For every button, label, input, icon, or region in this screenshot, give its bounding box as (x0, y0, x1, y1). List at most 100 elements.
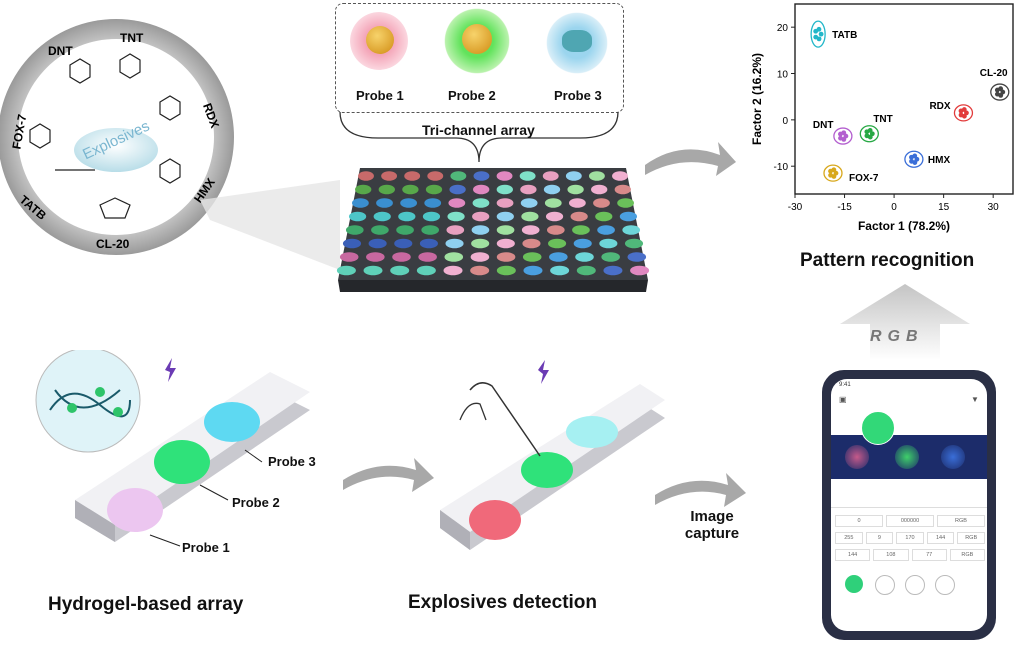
molecule-structures (29, 53, 181, 219)
well (336, 265, 356, 276)
well (521, 211, 539, 222)
well (444, 252, 464, 262)
well (424, 198, 442, 208)
well (519, 171, 536, 181)
rgb-table-cell: RGB (957, 532, 985, 544)
cluster-label-dnt: DNT (813, 120, 834, 131)
rgb-table-cell: 9 (865, 532, 894, 544)
well (448, 198, 466, 208)
well (392, 252, 411, 262)
captured-spot-red (845, 445, 869, 469)
point-cl-20 (998, 86, 1004, 92)
well (545, 211, 564, 222)
detection-well-green (521, 452, 573, 488)
cluster-label-tatb: TATB (832, 30, 857, 41)
well (376, 198, 393, 208)
well (352, 198, 369, 208)
well (396, 225, 414, 235)
plot-frame (794, 3, 1014, 195)
arrow-to-phone (655, 473, 746, 507)
rgb-table-cell: 000000 (886, 515, 934, 527)
hydrogel-zoom-bubble (35, 350, 141, 453)
well (445, 238, 464, 249)
well (565, 171, 582, 181)
point-dnt (838, 135, 843, 141)
well (427, 171, 444, 181)
hydrogel-probe3-label: Probe 3 (268, 454, 316, 469)
y-tick-label: 0 (782, 116, 788, 127)
well (522, 252, 542, 262)
well (416, 265, 436, 276)
well (471, 238, 490, 249)
cluster-label-fox-7: FOX-7 (849, 173, 879, 184)
swatch-selected[interactable] (845, 575, 863, 593)
well (496, 265, 516, 276)
point-fox-7 (828, 172, 833, 178)
well (630, 265, 650, 276)
well (523, 265, 543, 276)
swatch-empty-3[interactable] (935, 575, 955, 595)
hydrogel-probe2-label: Probe 2 (232, 495, 280, 510)
well (567, 184, 584, 195)
image-capture-line2: capture (684, 525, 740, 542)
well (496, 225, 515, 235)
wheel-name-tnt: TNT (120, 31, 144, 45)
point-rdx (961, 107, 967, 112)
point-hmx (912, 153, 918, 159)
well (400, 198, 417, 208)
cluster-ellipse-tatb (810, 20, 826, 48)
rgb-table-cell: RGB (937, 515, 985, 527)
well (443, 265, 463, 276)
hydrogel-title: Hydrogel-based array (48, 594, 244, 615)
well (496, 238, 515, 249)
cluster-ellipse-fox-7 (823, 164, 843, 182)
hydrogel-well-probe3 (204, 402, 260, 442)
well (425, 184, 443, 195)
well (576, 265, 596, 276)
point-cl-20 (994, 91, 1000, 97)
well (496, 171, 513, 181)
hydrogel-probe1-label: Probe 1 (182, 540, 230, 555)
pattern-recognition-title: Pattern recognition (800, 250, 975, 271)
well (575, 252, 594, 262)
cluster-label-rdx: RDX (929, 101, 950, 112)
filter-icon[interactable]: ▼ (971, 395, 979, 404)
probe3-core (562, 30, 592, 52)
rgb-table-cell: 170 (896, 532, 924, 544)
camera-icon[interactable]: ▣ (839, 395, 847, 404)
point-tatb (813, 34, 819, 40)
well (612, 171, 628, 181)
well (617, 198, 634, 208)
well (398, 211, 416, 222)
well (601, 252, 620, 262)
well (588, 171, 605, 181)
well (549, 252, 568, 262)
cluster-label-hmx: HMX (928, 155, 951, 166)
well (471, 225, 490, 235)
well (348, 211, 367, 222)
well (366, 252, 385, 262)
probe2-label: Probe 2 (448, 88, 496, 103)
point-tnt (867, 127, 873, 133)
wheel-name-fox7: FOX-7 (9, 113, 29, 151)
well (418, 252, 437, 262)
well (627, 252, 647, 262)
well (363, 265, 383, 276)
magnifier-bubble[interactable] (861, 411, 895, 445)
well (358, 171, 374, 181)
wheel-name-dnt: DNT (48, 44, 73, 58)
image-capture-label: Image capture (672, 508, 752, 542)
well (473, 171, 490, 181)
detection-title: Explosives detection (408, 592, 598, 613)
well (470, 252, 490, 262)
well (496, 198, 514, 208)
probe1-label: Probe 1 (356, 88, 404, 103)
well (368, 238, 387, 249)
rgb-label: RGB (870, 328, 924, 345)
well (591, 184, 608, 195)
well (404, 171, 421, 181)
swatch-empty-1[interactable] (875, 575, 895, 595)
swatch-empty-2[interactable] (905, 575, 925, 595)
